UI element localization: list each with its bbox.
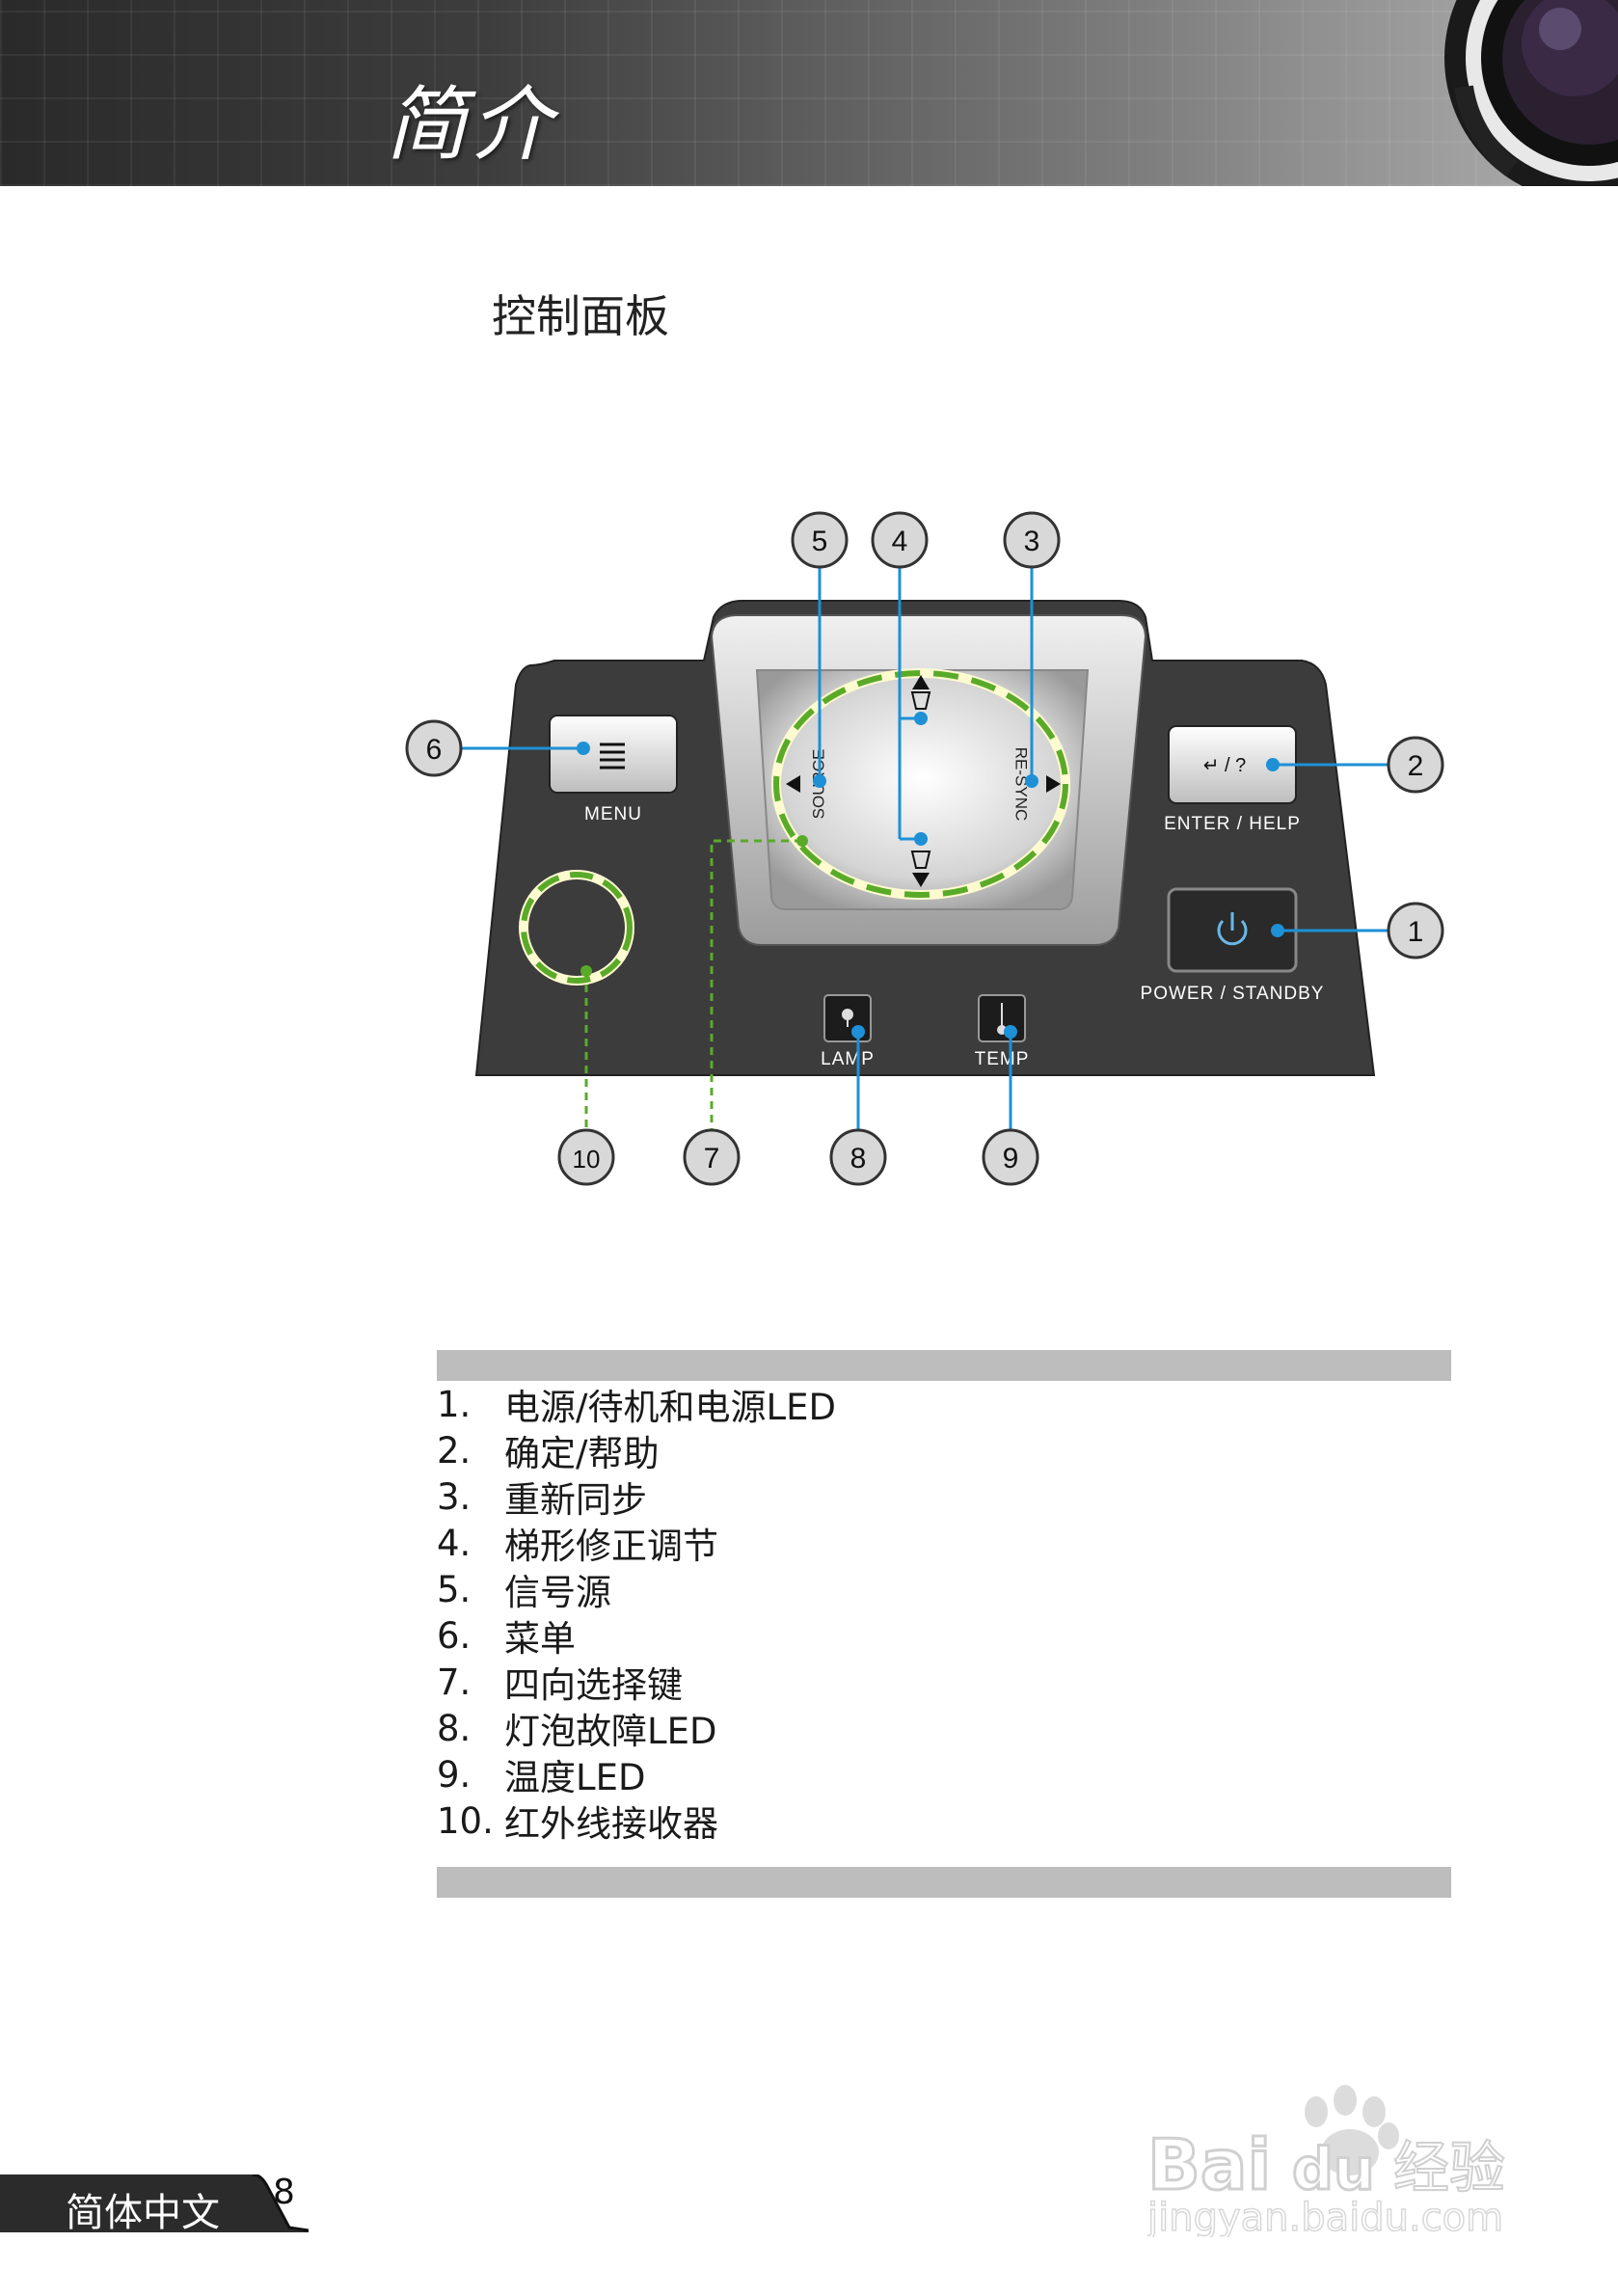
list-item: 6.菜单 xyxy=(437,1614,576,1661)
list-item: 10.红外线接收器 xyxy=(437,1799,718,1846)
pad-recess xyxy=(755,669,1090,910)
source-left-arrow xyxy=(786,775,800,793)
page-title: 简介 xyxy=(386,77,556,172)
callout-9: 9 xyxy=(982,1128,1039,1186)
svg-text:7: 7 xyxy=(704,1143,720,1175)
svg-text:8: 8 xyxy=(850,1143,867,1175)
legend-bottom-bar xyxy=(437,1867,1451,1898)
list-item: 9.温度LED xyxy=(437,1753,646,1799)
svg-text:4: 4 xyxy=(892,526,908,557)
list-item: 4.梯形修正调节 xyxy=(437,1522,718,1568)
keystone-down-arrow xyxy=(912,873,930,887)
svg-text:9: 9 xyxy=(1003,1143,1019,1175)
callout-2: 2 xyxy=(1387,736,1444,794)
callout-3: 3 xyxy=(1003,511,1061,569)
callout-4: 4 xyxy=(871,511,929,569)
svg-text:10: 10 xyxy=(573,1145,601,1174)
keystone-down-icon xyxy=(910,851,931,869)
svg-text:1: 1 xyxy=(1408,916,1424,948)
list-item: 2.确定/帮助 xyxy=(437,1429,660,1475)
footer-tab xyxy=(0,2174,309,2232)
svg-text:3: 3 xyxy=(1024,526,1040,557)
menu-icon xyxy=(600,743,625,770)
section-title: 控制面板 xyxy=(492,290,669,342)
callout-8: 8 xyxy=(829,1128,887,1186)
list-item: 5.信号源 xyxy=(437,1568,611,1614)
keystone-up-arrow xyxy=(912,675,930,689)
temp-label: TEMP xyxy=(975,1049,1030,1069)
legend-top-bar xyxy=(437,1350,1451,1381)
watermark-url: jingyan.baidu.com xyxy=(1147,2196,1503,2237)
svg-text:du: du xyxy=(1292,2136,1375,2203)
callout-1: 1 xyxy=(1387,902,1444,959)
callout-5: 5 xyxy=(791,511,849,569)
page-number: 8 xyxy=(273,2173,295,2212)
svg-text:Bai: Bai xyxy=(1147,2124,1271,2205)
power-icon xyxy=(1217,912,1248,946)
svg-text:5: 5 xyxy=(812,526,828,557)
power-standby-label: POWER / STANDBY xyxy=(1141,984,1325,1004)
menu-label: MENU xyxy=(584,804,642,824)
baidu-watermark-logo: Bai du 经验 jingyan.baidu.com xyxy=(1147,2085,1506,2237)
enter-help-label: ENTER / HELP xyxy=(1164,814,1301,834)
callout-7: 7 xyxy=(683,1128,741,1186)
resync-label: RE-SYNC xyxy=(1012,747,1031,822)
resync-right-arrow xyxy=(1046,775,1061,793)
callout-markers: 5 4 3 6 2 1 10 7 8 9 xyxy=(405,511,1444,1186)
list-item: 3.重新同步 xyxy=(437,1475,647,1522)
callout-6: 6 xyxy=(405,719,463,777)
svg-text:经验: 经验 xyxy=(1393,2135,1505,2201)
lens-icon xyxy=(1444,0,1618,186)
list-item: 1.电源/待机和电源LED xyxy=(437,1383,836,1429)
legend-list: 1.电源/待机和电源LED 2.确定/帮助 3.重新同步 4.梯形修正调节 5.… xyxy=(437,1381,836,1846)
svg-text:2: 2 xyxy=(1408,750,1424,782)
keystone-up-icon xyxy=(910,691,931,710)
enter-help-icon: ↵ / ? xyxy=(1203,755,1247,776)
control-panel-diagram: SOURCE RE-SYNC MENU ↵ / ? ENTER / HELP P… xyxy=(386,492,1466,1200)
callout-10: 10 xyxy=(557,1128,615,1186)
list-item: 8.灯泡故障LED xyxy=(437,1707,717,1753)
header-banner: 简介 xyxy=(0,0,1618,186)
svg-text:6: 6 xyxy=(426,734,443,766)
footer-language: 简体中文 xyxy=(66,2191,220,2235)
lamp-label: LAMP xyxy=(821,1049,875,1069)
lamp-icon xyxy=(842,1009,853,1027)
menu-button[interactable] xyxy=(549,715,678,794)
list-item: 7.四向选择键 xyxy=(437,1661,683,1707)
